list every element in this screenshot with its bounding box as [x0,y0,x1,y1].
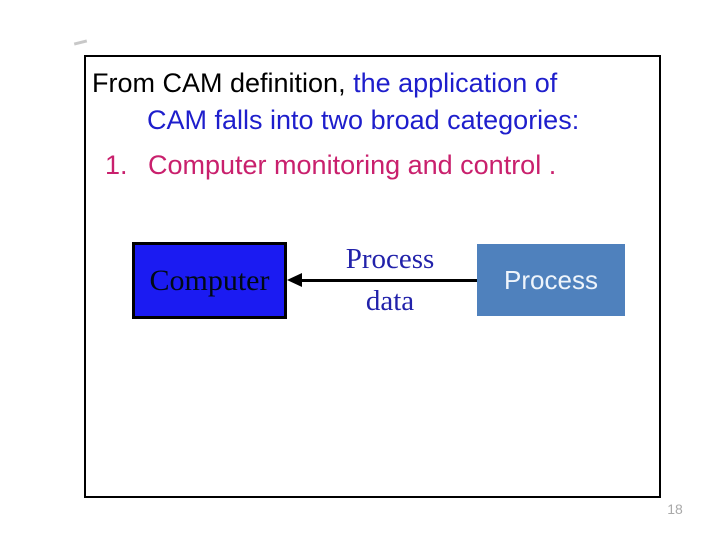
list-item-1: 1. Computer monitoring and control . [92,147,652,184]
computer-node: Computer [132,242,287,319]
heading-line-2: CAM falls into two broad categories: [147,105,580,135]
stray-mark-decoration [73,39,88,46]
slide-heading: From CAM definition, the application of … [92,65,652,184]
computer-node-label: Computer [149,263,270,297]
page-number: 18 [667,501,683,517]
process-node-label: Process [504,264,598,295]
process-to-computer-arrow-line [300,279,477,282]
list-item-1-number: 1. [105,150,128,180]
arrow-label-process: Process [345,243,435,275]
slide-content-box: From CAM definition, the application of … [84,55,661,498]
heading-line-1-blue-text: the application of [353,68,558,98]
heading-line-1-black-text: From CAM definition, [92,68,354,98]
arrow-label-data: data [365,285,415,317]
process-node: Process [477,244,625,316]
list-item-1-text: Computer monitoring and control . [148,150,557,180]
arrow-left-head-icon [287,273,302,287]
heading-line-1: From CAM definition, the application of [92,65,652,102]
